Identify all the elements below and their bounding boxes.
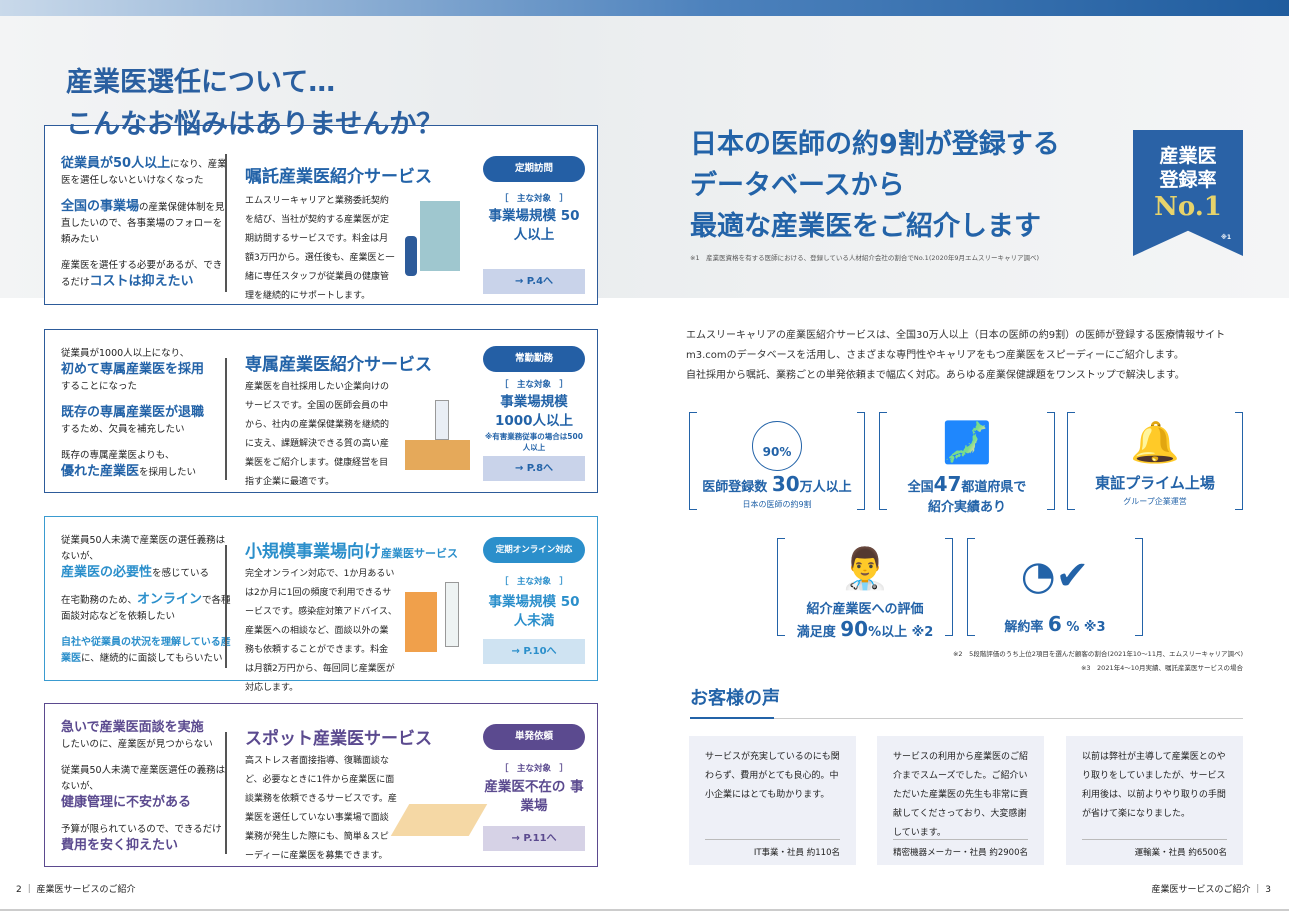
footer-left: 2 ｜ 産業医サービスのご紹介 xyxy=(16,885,136,895)
service-target: 単発依頼 ［ 主な対象 ］ 産業医不在の 事業場 → P.11へ xyxy=(483,724,585,851)
stat-listed: 🔔 東証プライム上場 グループ企業運営 xyxy=(1067,412,1243,510)
concerns: 急いで産業医面談を実施したいのに、産業医が見つからない 従業員50人未満で産業医… xyxy=(61,720,226,853)
page-link-button[interactable]: → P.10へ xyxy=(483,639,585,664)
service-card-small: 従業員50人未満で産業医の選任義務はないが、産業医の必要性を感じている 在宅勤務… xyxy=(44,516,598,693)
service-title: 小規模事業場向け産業医サービス xyxy=(245,542,458,562)
page-link-button[interactable]: → P.8へ xyxy=(483,456,585,481)
voice-heading: お客様の声 xyxy=(690,688,780,709)
service-title: スポット産業医サービス xyxy=(245,729,432,749)
building-illustration xyxy=(400,201,480,281)
footer-line xyxy=(0,909,1289,911)
top-band xyxy=(0,0,1289,16)
building-doctor-illustration xyxy=(400,582,480,662)
visit-type-pill: 定期訪問 xyxy=(483,156,585,182)
stat-cancellation: ◔✔ 解約率 6 % ※3 xyxy=(967,538,1143,636)
service-title: 専属産業医紹介サービス xyxy=(245,355,432,375)
intro-text: エムスリーキャリアの産業医紹介サービスは、全国30万人以上（日本の医師の約9割）… xyxy=(686,330,1226,381)
divider xyxy=(225,154,227,292)
service-target: 常勤勤務 ［ 主な対象 ］ 事業場規模 1000人以上 ※有害業務従事の場合は5… xyxy=(483,346,585,481)
footnote-3: ※3 2021年4～10月実績、嘱託産業医サービスの場合 xyxy=(1080,664,1243,672)
no1-badge: 産業医 登録率 No.1 ※1 xyxy=(1133,130,1243,256)
testimonial-card: サービスが充実しているのにも関わらず、費用がとても良心的。中小企業にはとても助か… xyxy=(689,736,856,865)
service-description: エムスリーキャリアと業務委託契約を結び、当社が契約する産業医が定期訪問するサービ… xyxy=(245,196,395,301)
service-card-shokutaku: 従業員が50人以上になり、産業医を選任しないといけなくなった 全国の事業場の産業… xyxy=(44,125,598,305)
visit-type-pill: 定期オンライン対応 xyxy=(483,537,585,563)
footnote-2: ※2 5段階評価のうち上位2項目を選んだ顧客の割合(2021年10～11月、エム… xyxy=(952,650,1243,658)
stat-satisfaction: 👨‍⚕️ 紹介産業医への評価 満足度 90%以上 ※2 xyxy=(777,538,953,641)
divider xyxy=(225,358,227,480)
bell-icon: 🔔 xyxy=(1130,420,1180,466)
page-link-button[interactable]: → P.11へ xyxy=(483,826,585,851)
service-description: 完全オンライン対応で、1か月あるいは2か月に1回の頻度で利用できるサービスです。… xyxy=(245,569,397,693)
footnote-1: ※1 産業医資格を有する医師における、登録している人材紹介会社の割合でNo.1(… xyxy=(690,254,1040,262)
concerns: 従業員が50人以上になり、産業医を選任しないといけなくなった 全国の事業場の産業… xyxy=(61,156,227,289)
divider xyxy=(225,732,227,854)
service-card-spot: 急いで産業医面談を実施したいのに、産業医が見つからない 従業員50人未満で産業医… xyxy=(44,703,598,867)
heading-underline xyxy=(690,717,1243,719)
clock-check-icon: ◔✔ xyxy=(1020,553,1090,599)
page-title: 産業医選任について… こんなお悩みはありませんか？ xyxy=(66,67,444,140)
doctor-icon: 👨‍⚕️ xyxy=(840,546,890,592)
visit-type-pill: 単発依頼 xyxy=(483,724,585,750)
concerns: 従業員が1000人以上になり、初めて専属産業医を採用することになった 既存の専属… xyxy=(61,348,205,479)
meeting-grid-illustration xyxy=(390,774,488,854)
service-target: 定期オンライン対応 ［ 主な対象 ］ 事業場規模 50人未満 → P.10へ xyxy=(483,537,585,664)
headline: 日本の医師の約9割が登録する データベースから 最適な産業医をご紹介します xyxy=(690,129,1060,242)
footer-right: 産業医サービスのご紹介 ｜ 3 xyxy=(1151,885,1271,895)
service-target: 定期訪問 ［ 主な対象 ］ 事業場規模 50人以上 → P.4へ xyxy=(483,156,585,294)
service-description: 高ストレス者面接指導、復職面談など、必要なときに1件から産業医に面談業務を依頼で… xyxy=(245,756,397,861)
concerns: 従業員50人未満で産業医の選任義務はないが、産業医の必要性を感じている 在宅勤務… xyxy=(61,535,231,664)
pie-chart-icon: 90% xyxy=(689,414,865,472)
service-description: 産業医を自社採用したい企業向けのサービスです。全国の医師会員の中から、社内の産業… xyxy=(245,382,390,487)
stat-prefectures: 🗾 全国47都道府県で 紹介実績あり xyxy=(879,412,1055,515)
japan-map-icon: 🗾 xyxy=(942,420,992,466)
doctor-desk-illustration xyxy=(400,400,480,480)
service-card-senzoku: 従業員が1000人以上になり、初めて専属産業医を採用することになった 既存の専属… xyxy=(44,329,598,493)
page-link-button[interactable]: → P.4へ xyxy=(483,269,585,294)
stat-doctors: 90% 医師登録数 30万人以上 日本の医師の約9割 xyxy=(689,412,865,510)
visit-type-pill: 常勤勤務 xyxy=(483,346,585,372)
testimonial-card: 以前は弊社が主導して産業医とのやり取りをしていましたが、サービス利用後は、以前よ… xyxy=(1066,736,1243,865)
service-title: 嘱託産業医紹介サービス xyxy=(245,167,432,187)
divider xyxy=(225,545,227,668)
testimonial-card: サービスの利用から産業医のご紹介までスムーズでした。ご紹介いただいた産業医の先生… xyxy=(877,736,1044,865)
